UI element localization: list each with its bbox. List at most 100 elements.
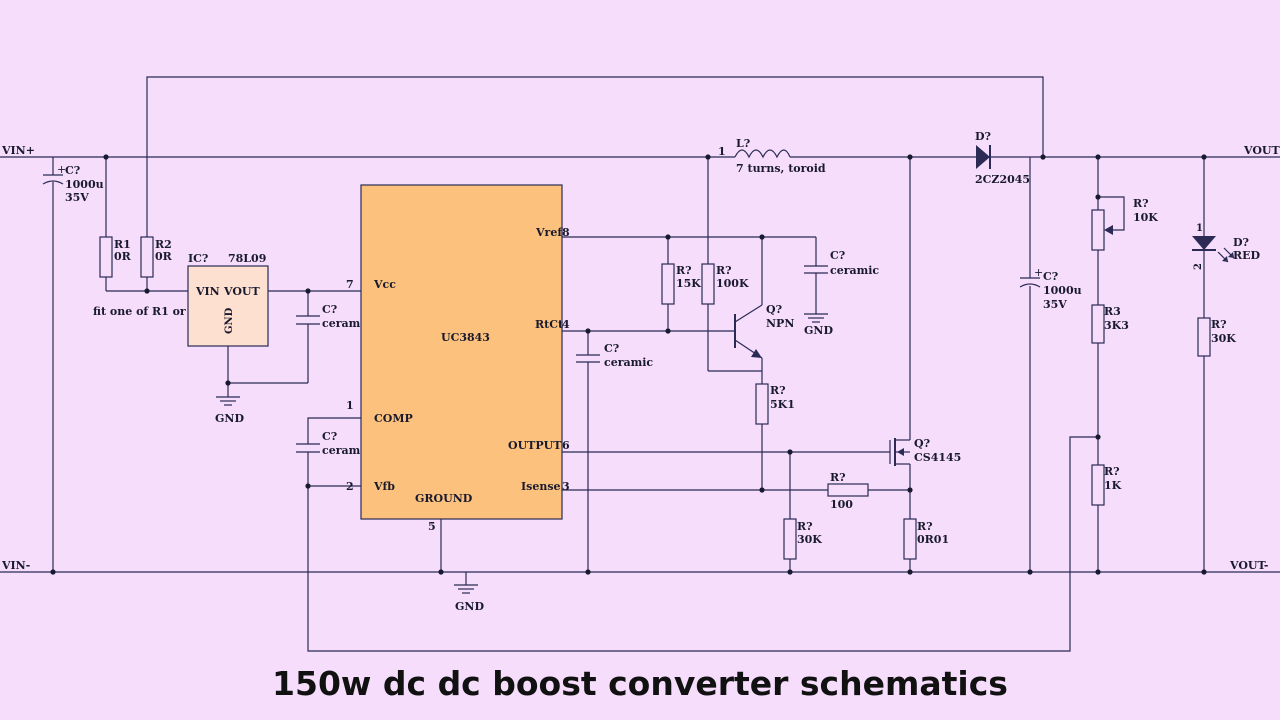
svg-text:15K: 15K [676,277,701,290]
uc3843-ic: UC3843 Vcc COMP Vfb GROUND Vref RtCt OUT… [346,184,570,533]
svg-text:R?: R? [1104,465,1120,478]
svg-text:C?: C? [830,249,845,262]
svg-text:UC3843: UC3843 [441,331,490,344]
svg-text:L?: L? [736,137,750,150]
svg-text:R?: R? [716,264,732,277]
svg-text:R?: R? [770,384,786,397]
input-capacitor: + C? 1000u 35V [42,163,104,204]
svg-text:GND: GND [804,324,833,337]
resistor-0r01: R? 0R01 [903,518,949,560]
vref-capacitor: C? ceramic [804,249,879,277]
svg-text:R?: R? [830,471,846,484]
svg-text:+: + [1034,266,1043,279]
svg-text:5: 5 [428,520,436,533]
resistor-30k-gate: R? 30K [783,518,822,560]
resistor-15k: R? 15K [661,263,701,305]
svg-text:1K: 1K [1104,479,1122,492]
svg-text:Vref: Vref [535,226,563,239]
svg-text:NPN: NPN [766,317,794,330]
svg-text:CS4145: CS4145 [914,451,961,464]
output-capacitor: + C? 1000u 35V [1019,266,1082,311]
svg-text:GND: GND [224,307,235,334]
svg-text:30K: 30K [797,533,822,546]
svg-text:35V: 35V [65,191,89,204]
ground-symbol-1: GND [215,396,244,425]
resistor-r1: R1 0R [99,236,132,278]
svg-text:78L09: 78L09 [228,252,266,265]
svg-text:7 turns, toroid: 7 turns, toroid [736,162,826,175]
vout-plus-label: VOUT+ [1243,144,1280,157]
svg-text:1000u: 1000u [65,178,104,191]
svg-text:R?: R? [917,520,933,533]
resistor-1k: R? 1K [1091,464,1122,506]
svg-text:C?: C? [65,164,80,177]
svg-text:GROUND: GROUND [415,492,473,505]
svg-text:R?: R? [1211,318,1227,331]
svg-text:Q?: Q? [914,437,930,450]
svg-text:1: 1 [1196,223,1203,234]
svg-text:1: 1 [718,145,726,158]
resistor-100k: R? 100K [701,263,749,305]
resistor-30k-led: R? 30K [1197,317,1236,357]
mosfet: Q? CS4145 [889,437,961,466]
output-diode: D? 2CZ2045 [975,130,1030,186]
svg-text:VOUT: VOUT [223,285,261,298]
svg-text:2CZ2045: 2CZ2045 [975,173,1030,186]
svg-text:C?: C? [1043,270,1058,283]
svg-text:R?: R? [797,520,813,533]
svg-text:1000u: 1000u [1043,284,1082,297]
trimpot-10k: R? 10K [1091,197,1158,251]
resistor-100: R? 100 [827,471,869,511]
svg-text:ceramic: ceramic [604,356,653,369]
svg-text:C?: C? [604,342,619,355]
svg-text:GND: GND [455,600,484,613]
svg-text:R2: R2 [155,238,172,251]
svg-text:7: 7 [346,278,354,291]
ground-symbol-2: GND [454,584,484,613]
resistor-5k1: R? 5K1 [755,383,795,425]
svg-text:Vfb: Vfb [373,480,395,493]
rtct-capacitor: C? ceramic [576,342,653,369]
svg-text:ceramic: ceramic [322,444,371,457]
svg-text:8: 8 [562,226,570,239]
svg-text:D?: D? [975,130,991,143]
svg-text:30K: 30K [1211,332,1236,345]
svg-text:5K1: 5K1 [770,398,795,411]
svg-text:1: 1 [346,399,354,412]
svg-text:3K3: 3K3 [1104,319,1129,332]
svg-text:0R: 0R [155,250,173,263]
svg-text:C?: C? [322,430,337,443]
svg-text:35V: 35V [1043,298,1067,311]
svg-text:+: + [57,163,66,176]
svg-text:Q?: Q? [766,303,782,316]
led-red: D? RED 1 2 [1192,223,1261,270]
svg-text:Vcc: Vcc [373,278,396,291]
svg-text:ceramic: ceramic [830,264,879,277]
regulator-78l09: IC? 78L09 VIN VOUT GND [187,252,269,347]
regulator-capacitor: C? ceramic [296,303,371,330]
ground-symbol-3: GND [804,313,833,337]
comp-capacitor: C? ceramic [296,430,371,457]
inductor-l: 1 L? 7 turns, toroid [718,137,826,175]
svg-text:OUTPUT: OUTPUT [508,439,562,452]
svg-text:RtCt: RtCt [535,318,564,331]
svg-text:ceramic: ceramic [322,317,371,330]
svg-text:COMP: COMP [374,412,413,425]
svg-text:4: 4 [562,318,570,331]
svg-text:0R: 0R [114,250,132,263]
svg-text:Isense: Isense [521,480,561,493]
npn-transistor: Q? NPN [734,303,794,359]
svg-text:R?: R? [676,264,692,277]
svg-text:100K: 100K [716,277,749,290]
resistor-r2: R2 0R [140,236,173,278]
vin-plus-label: VIN+ [1,144,35,157]
fit-note: fit one of R1 or R2 [93,305,206,318]
svg-text:100: 100 [830,498,853,511]
svg-text:RED: RED [1233,249,1261,262]
vout-minus-label: VOUT- [1229,559,1268,572]
svg-text:0R01: 0R01 [917,533,949,546]
wires [0,76,1280,652]
svg-text:R?: R? [1133,197,1149,210]
vin-minus-label: VIN- [1,559,30,572]
